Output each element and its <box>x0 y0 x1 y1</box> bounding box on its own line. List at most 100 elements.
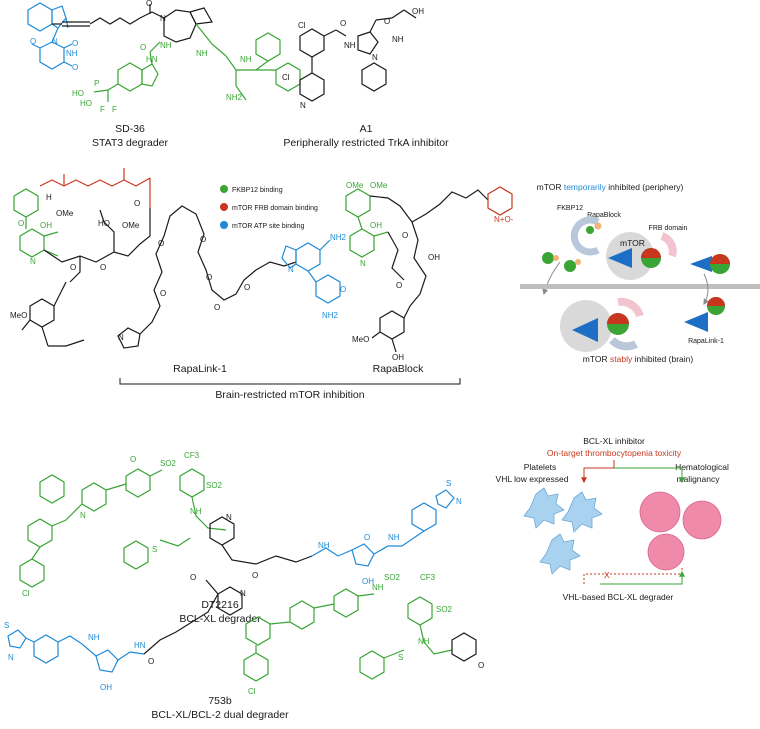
rl-atom-o-blue: O <box>340 285 346 294</box>
mtor-title-post: inhibited (periphery) <box>606 182 684 192</box>
b753-atom-nh2: NH <box>372 583 384 592</box>
mtor-top-inhibitor <box>608 248 632 268</box>
mtor-fkbp12-label: FKBP12 <box>557 205 583 212</box>
cancer-cell-3 <box>647 533 685 571</box>
mtor-title-mid: temporarily <box>564 182 607 192</box>
a1-atom-cl1: Cl <box>298 21 306 30</box>
rl-atom-oh-g: OH <box>40 221 52 230</box>
rb-atom-oh3: OH <box>392 353 404 362</box>
a1-atom-n: N <box>372 53 378 62</box>
rl-atom-peg-o4: O <box>206 273 212 282</box>
rapalink-bottom-red <box>607 313 629 324</box>
rapalink-structure: O OH N H OMe HO OMe O O O MeO N <box>10 168 347 349</box>
b753-atom-cl: Cl <box>248 687 256 696</box>
dt-atom-so2: SO2 <box>160 459 177 468</box>
mtor-rapablock-label: RapaBlock <box>587 212 621 219</box>
mtor-bottom-mid: stably <box>610 354 633 364</box>
legend-dot-atp <box>220 221 228 229</box>
rl-atom-n-triazole: N <box>118 333 124 342</box>
b753-atom-s2: S <box>398 653 403 662</box>
mtor-caption: Brain-restricted mTOR inhibition <box>215 389 364 401</box>
rl-atom-nh2-b: NH2 <box>322 311 339 320</box>
rl-atom-o3: O <box>100 263 106 272</box>
bcl-degrader: VHL-based BCL-XL degrader <box>563 592 674 602</box>
a1-desc: Peripherally restricted TrkA inhibitor <box>283 137 449 149</box>
b753-atom-oh: OH <box>100 683 112 692</box>
free-rapalink-red <box>710 254 730 264</box>
rapablock-name: RapaBlock <box>373 363 425 375</box>
mtor-frb-label: FRB domain <box>649 225 688 232</box>
mtor-bottom-pre: mTOR <box>583 354 610 364</box>
bcl-platelets: Platelets <box>524 462 557 472</box>
mtor-arrow-down-left <box>542 261 561 296</box>
platelet-3 <box>539 533 581 575</box>
bcl-arrow-green-bottom <box>600 570 685 585</box>
mtor-bottom-post: inhibited (brain) <box>632 354 693 364</box>
mtor-arrow-down-right <box>703 273 709 306</box>
legend-frb: mTOR FRB domain binding <box>232 205 318 212</box>
sd36-atom-nh2: NH <box>160 41 172 50</box>
free-rapalink-inhibitor <box>690 256 712 272</box>
sd36-atom-hn: HN <box>146 55 158 64</box>
cancer-cell-2 <box>682 500 722 540</box>
sd36-atom-o1: O <box>30 37 36 46</box>
b753-atom-o1: O <box>190 573 196 582</box>
a1-structure <box>299 9 417 102</box>
dt2216-desc: BCL-XL degrader <box>179 613 261 625</box>
dt-atom-n2: N <box>226 513 232 522</box>
b753-atom-nh: NH <box>88 633 100 642</box>
b753-atom-s: S <box>4 621 9 630</box>
fkbp12-arc <box>570 216 600 256</box>
bcl-arrow-green-top <box>614 467 685 484</box>
sd36-atom-ho: HO <box>72 89 84 98</box>
rl-atom-amide-o: O <box>214 303 220 312</box>
rb-atom-no: N+O- <box>494 215 514 224</box>
dt-atom-nh-b: NH <box>318 541 330 550</box>
rl-atom-o1: O <box>134 199 140 208</box>
sd36-atom-nh2b: NH2 <box>226 93 243 102</box>
dt-atom-s: S <box>152 545 157 554</box>
free-rapablock-2 <box>564 260 576 272</box>
b753-atom-o2: O <box>148 657 154 666</box>
sd36-atom-o5: O <box>140 43 146 52</box>
rb-atom-o1: O <box>402 231 408 240</box>
sd36-desc: STAT3 degrader <box>92 137 169 149</box>
rb-atom-o2: O <box>396 281 402 290</box>
free-rapablock-1-tag <box>553 255 559 261</box>
bcl-toxicity: On-target thrombocytopenia toxicity <box>547 448 682 458</box>
sd36-atom-o4: O <box>146 0 152 8</box>
bcl-scheme: BCL-XL inhibitor On-target thrombocytope… <box>496 436 729 602</box>
rl-atom-h: H <box>46 193 52 202</box>
free-rapablock-1 <box>542 252 554 264</box>
cancer-cell-1 <box>639 491 681 533</box>
a1-atom-o1: O <box>340 19 346 28</box>
a1-atom-o2: O <box>384 17 390 26</box>
rl-atom-peg-o2: O <box>158 239 164 248</box>
b753-atom-nh3: NH <box>418 637 430 646</box>
sd36-atom-nh: NH <box>66 49 78 58</box>
b753-atom-o3: O <box>478 661 484 670</box>
rb-atom-n: N <box>360 259 366 268</box>
platelet-2 <box>561 491 603 533</box>
dt-atom-n1: N <box>80 511 86 520</box>
sd36-atom-p: P <box>94 79 99 88</box>
sd36-atom-f1: F <box>100 105 105 114</box>
sd36-structure: O O O N NH O N <box>27 0 301 114</box>
fkbp12-arc-bottom <box>609 337 638 351</box>
dt2216-structure: Cl N O SO2 CF3 SO2 NH S O N <box>19 451 462 598</box>
platelet-1 <box>523 487 565 529</box>
b753-atom-cf3: CF3 <box>420 573 436 582</box>
b753-atom-so2: SO2 <box>384 573 401 582</box>
b753-atom-n: N <box>8 653 14 662</box>
sd36-atom-n2: N <box>160 14 166 23</box>
rl-atom-o2: O <box>70 263 76 272</box>
mtor-bracket <box>119 378 461 385</box>
mtor-scheme-title: mTOR temporarily inhibited (periphery) <box>537 182 684 192</box>
rl-atom-peg-o1: O <box>160 289 166 298</box>
mtor-scheme: mTOR temporarily inhibited (periphery) F… <box>520 182 760 364</box>
rapablock-green <box>586 226 594 234</box>
binding-legend: FKBP12 binding mTOR FRB domain binding m… <box>220 185 318 230</box>
sd36-atom-nh4: NH <box>240 55 252 64</box>
rl-atom-meo: MeO <box>10 311 27 320</box>
